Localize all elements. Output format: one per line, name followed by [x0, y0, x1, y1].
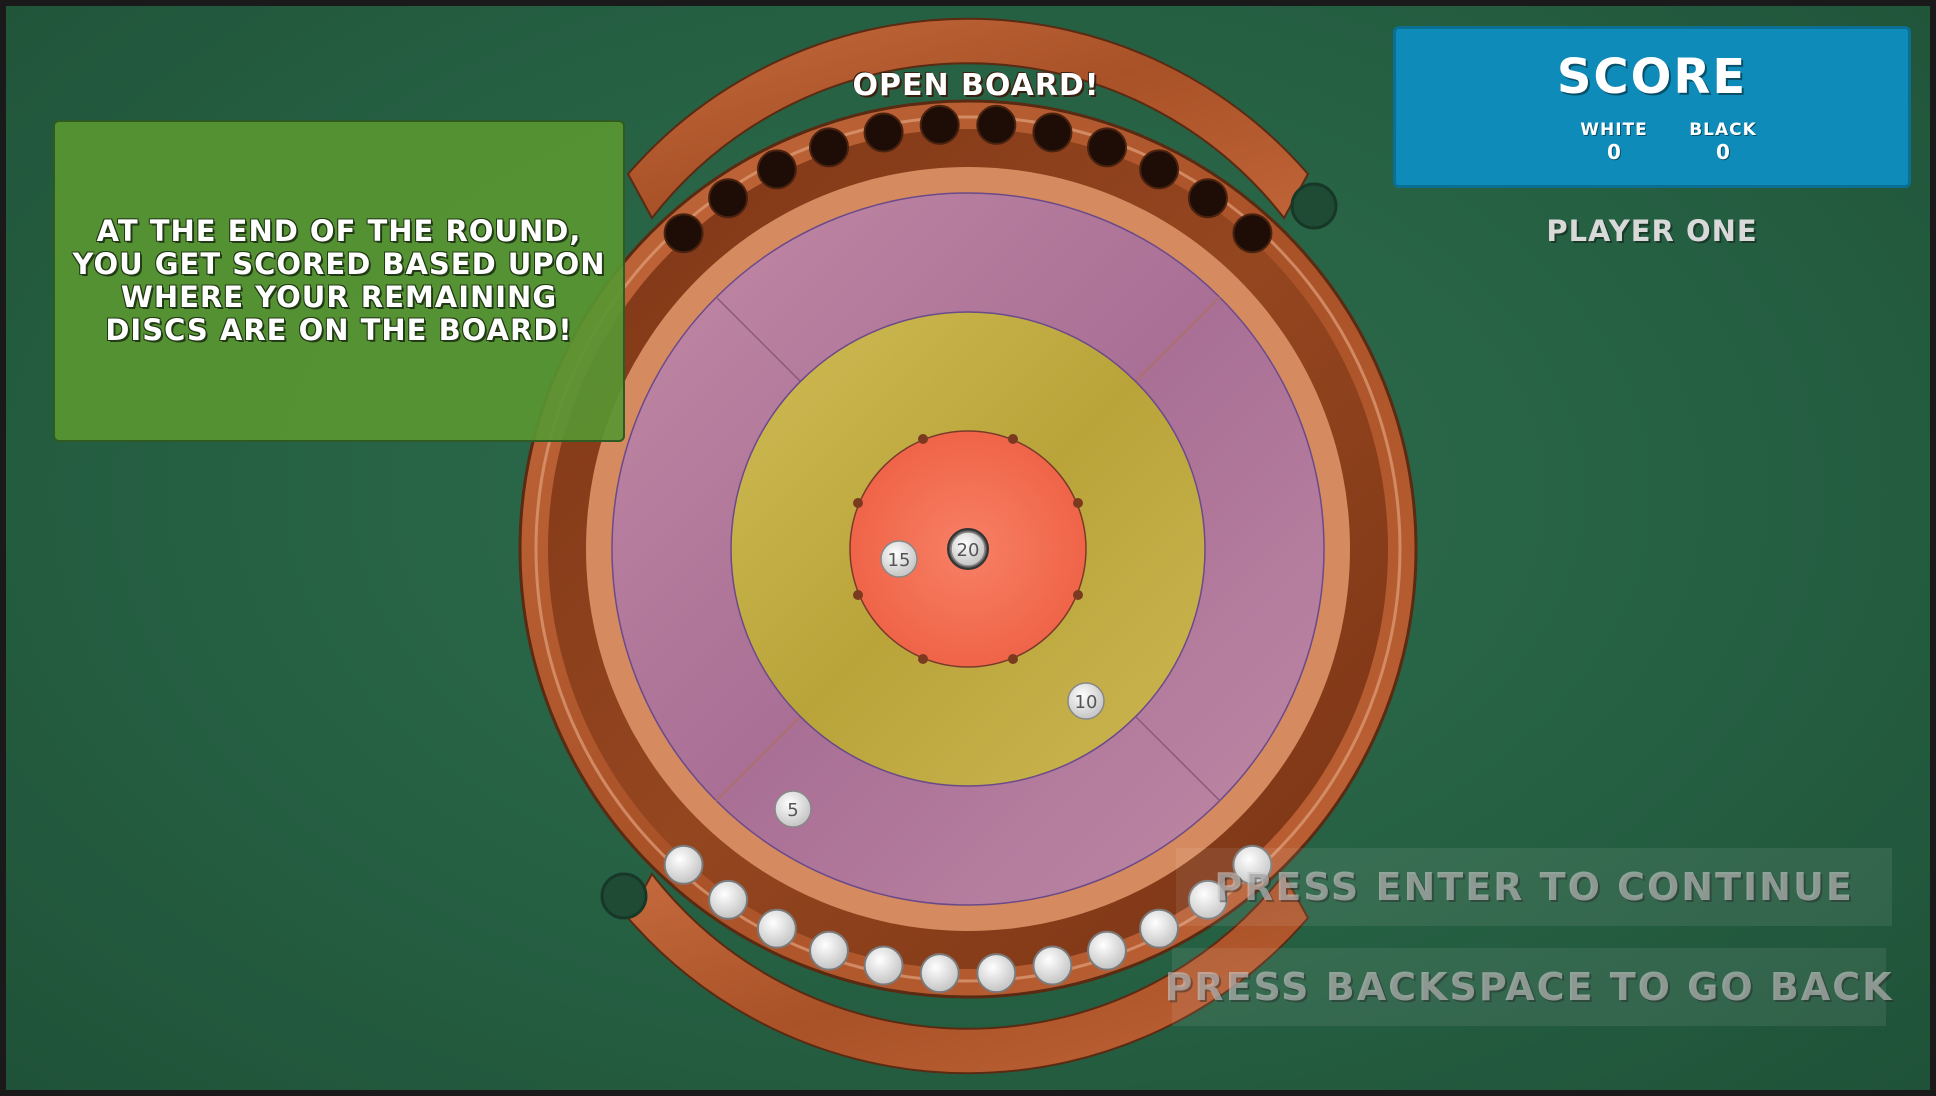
game-screen: 20 15 10 5 AT THE END OF THE ROUND, YOU …	[6, 6, 1930, 1090]
white-disc	[1139, 908, 1180, 949]
rail-hole	[1232, 213, 1273, 254]
svg-text:20: 20	[957, 540, 980, 561]
bottom-disc-rail	[626, 872, 1310, 1075]
white-disc	[708, 879, 749, 920]
white-disc	[1232, 844, 1273, 885]
zone-marker-10: 10	[1067, 682, 1105, 720]
white-score: WHITE 0	[1569, 120, 1659, 164]
tutorial-panel: AT THE END OF THE ROUND, YOU GET SCORED …	[53, 120, 625, 442]
top-disc-rail	[626, 17, 1310, 220]
white-disc	[976, 953, 1017, 994]
zone-marker-15: 15	[880, 540, 918, 578]
white-disc	[756, 908, 797, 949]
rail-hole	[1087, 127, 1127, 168]
player-disc-supply	[663, 844, 1273, 994]
rail-hole	[976, 104, 1017, 145]
rail-bumper	[600, 872, 648, 920]
current-player: PLAYER ONE	[1546, 214, 1758, 248]
zone-marker-20: 20	[950, 531, 986, 567]
white-disc	[1087, 930, 1127, 971]
white-disc	[919, 953, 960, 994]
tutorial-text: AT THE END OF THE ROUND, YOU GET SCORED …	[72, 214, 606, 347]
rail-hole	[756, 149, 797, 190]
center-pegs	[853, 434, 1083, 664]
continue-prompt[interactable]: PRESS ENTER TO CONTINUE	[1176, 848, 1892, 926]
score-panel: SCORE WHITE 0 BLACK 0	[1393, 26, 1911, 188]
svg-text:10: 10	[1075, 692, 1098, 713]
white-score-label: WHITE	[1580, 120, 1648, 140]
rail-hole	[863, 112, 904, 153]
game-board: 20 15 10 5	[518, 17, 1418, 1075]
black-score: BLACK 0	[1678, 120, 1768, 164]
score-title: SCORE	[1556, 49, 1748, 105]
black-score-label: BLACK	[1689, 120, 1757, 140]
rail-hole	[1187, 178, 1228, 219]
white-disc	[1032, 945, 1073, 986]
rail-hole	[1032, 112, 1073, 153]
white-disc	[809, 930, 849, 971]
white-disc	[1187, 879, 1228, 920]
svg-text:15: 15	[888, 550, 911, 571]
white-disc	[663, 844, 704, 885]
back-prompt[interactable]: PRESS BACKSPACE TO GO BACK	[1164, 948, 1892, 1026]
white-score-value: 0	[1607, 140, 1621, 164]
rail-hole	[809, 127, 849, 168]
rail-hole	[919, 104, 960, 145]
svg-text:5: 5	[787, 800, 798, 821]
open-board-banner: OPEN BOARD!	[852, 68, 1100, 103]
rail-hole	[1139, 149, 1180, 190]
rail-hole	[708, 178, 749, 219]
white-disc	[863, 945, 904, 986]
zone-marker-5: 5	[774, 790, 812, 828]
black-score-value: 0	[1716, 140, 1730, 164]
rail-bumper	[1290, 182, 1338, 230]
top-rail-holes	[663, 104, 1273, 254]
rail-hole	[663, 213, 704, 254]
